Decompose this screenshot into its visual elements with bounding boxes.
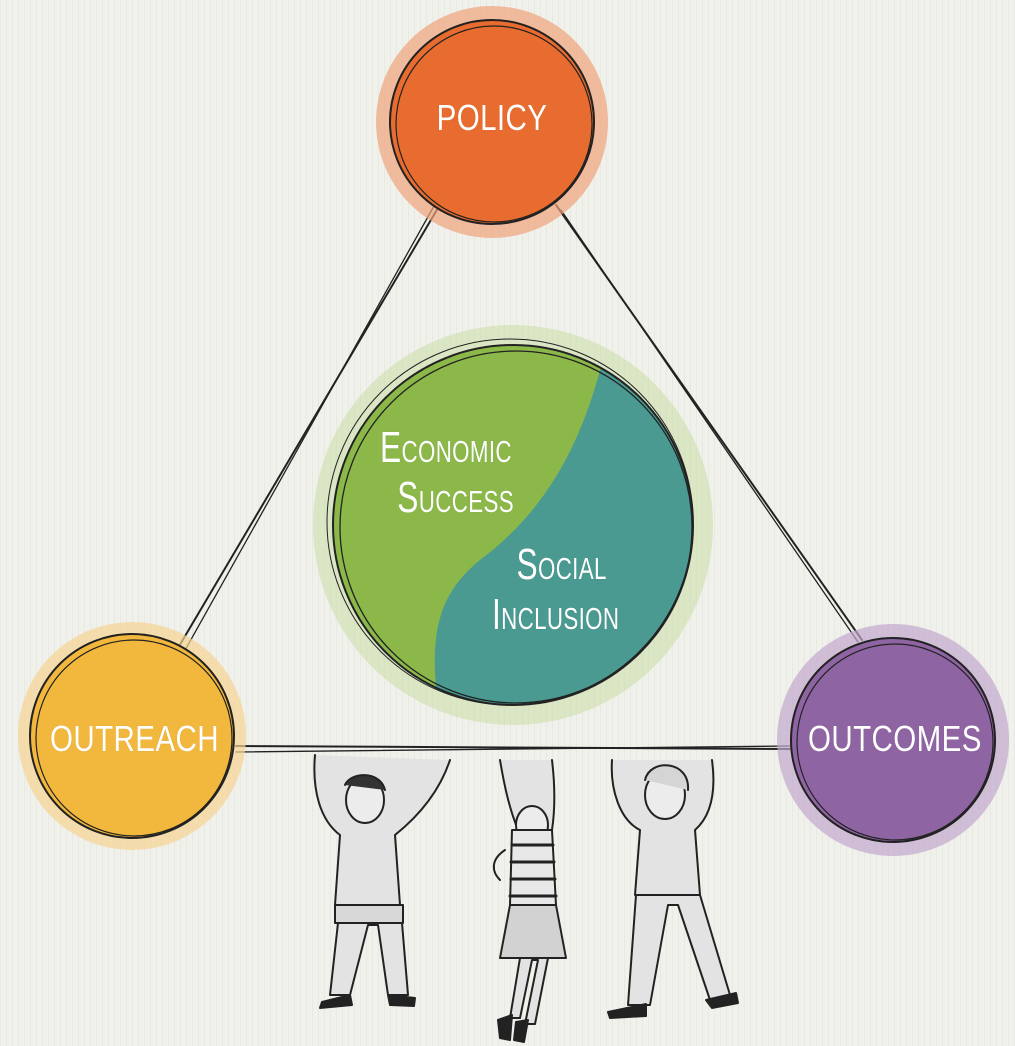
outcomes-node [777,624,1009,856]
people-illustration [313,754,739,1043]
social-text: Social [516,540,607,589]
inclusion-text: Inclusion [492,590,620,639]
success-text: Success [397,473,514,522]
policy-label: POLICY [436,97,548,138]
economic-success-label: Economic Success [380,423,524,523]
policy-node [376,6,608,238]
person-right [607,759,739,1019]
social-inclusion-label: Social Inclusion [492,540,636,640]
outreach-node [18,622,246,850]
person-middle [492,759,567,1043]
person-left [313,754,451,1009]
line-outreach-outcomes [235,745,791,750]
outreach-label: OUTREACH [50,718,219,759]
triangle-lines [177,204,863,753]
center-circle [313,325,713,725]
outcomes-label: OUTCOMES [808,718,982,759]
economic-text: Economic [380,423,512,472]
line-policy-outreach [177,207,439,649]
